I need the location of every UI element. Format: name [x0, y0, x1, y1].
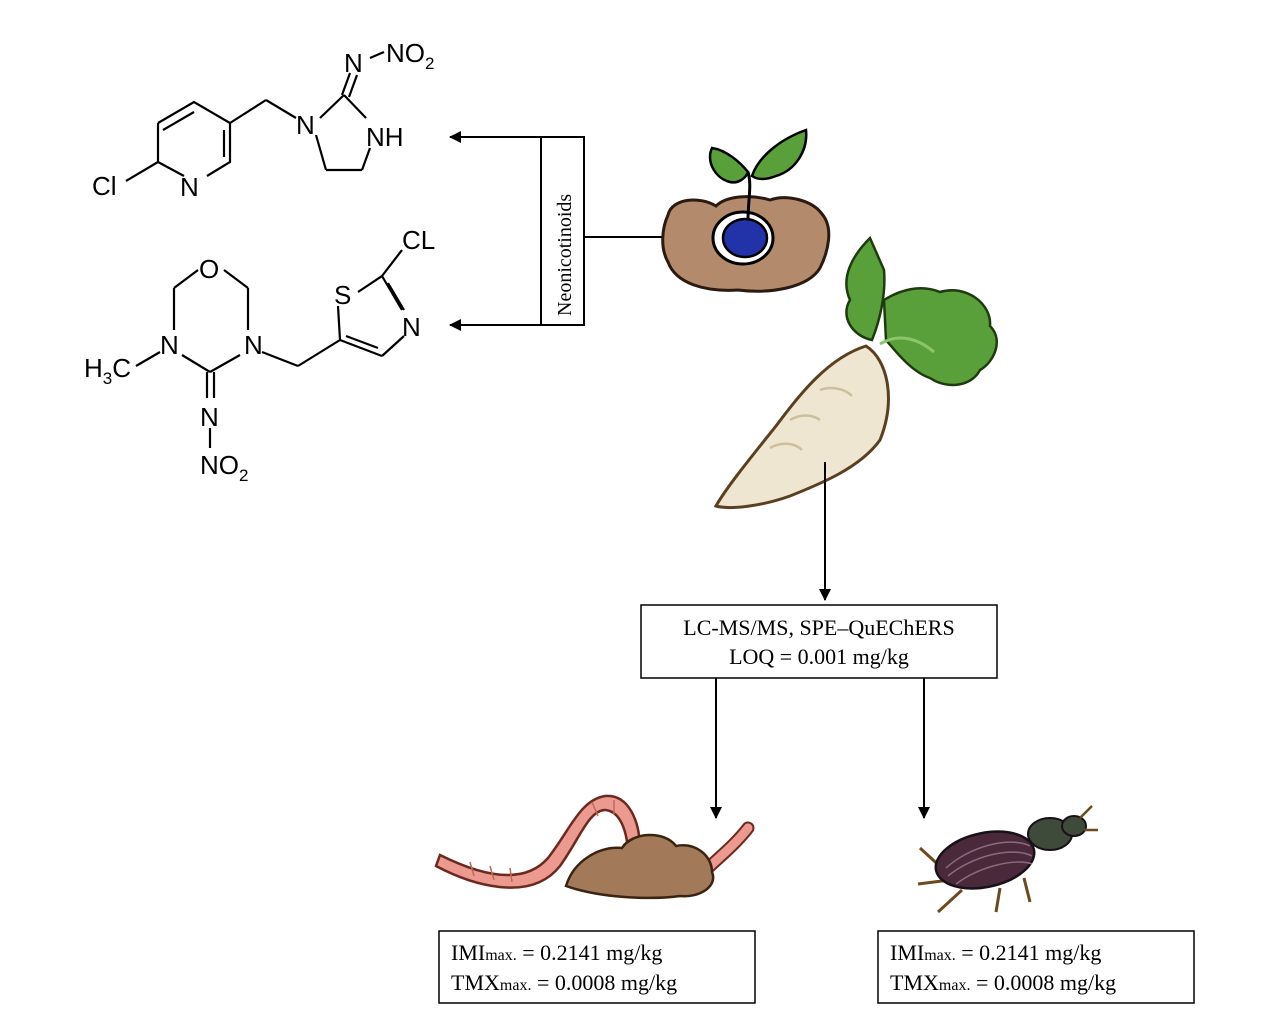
tmx-n-left-label: N — [160, 330, 179, 360]
analysis-loq-text: LOQ = 0.001 mg/kg — [729, 644, 909, 669]
tmx-methyl-label: H3C — [84, 353, 131, 388]
imi-pyridine-n-label: N — [180, 172, 199, 202]
imi-cl-label: Cl — [92, 171, 117, 201]
analysis-method-text: LC-MS/MS, SPE–QuEChERS — [683, 615, 954, 640]
imi-nh-label: NH — [366, 122, 404, 152]
sugar-beet-icon — [713, 235, 998, 510]
tmx-s-label: S — [334, 280, 351, 310]
thiamethoxam-structure: O N N H3C N NO2 S N CL — [84, 225, 435, 485]
tmx-n-right-label: N — [244, 330, 263, 360]
neonicotinoids-label: Neonicotinoids — [554, 194, 576, 316]
imi-imine-n-label: N — [344, 48, 363, 78]
tmx-cl-label: CL — [402, 225, 435, 255]
seedling-in-soil-icon — [661, 128, 831, 293]
earthworm-tmx-text: TMXmax. = 0.0008 mg/kg — [451, 970, 677, 995]
analysis-box: LC-MS/MS, SPE–QuEChERS LOQ = 0.001 mg/kg — [640, 604, 998, 679]
imi-no2-label: NO2 — [386, 38, 434, 73]
tmx-imine-n-label: N — [200, 402, 219, 432]
tmx-thiazole-n-label: N — [402, 312, 421, 342]
earthworm-imi-text: IMImax. = 0.2141 mg/kg — [451, 940, 662, 965]
earthworm-result-box: IMImax. = 0.2141 mg/kg TMXmax. = 0.0008 … — [438, 930, 756, 1004]
tmx-o-label: O — [199, 254, 219, 284]
neonicotinoids-label-box — [540, 136, 585, 326]
beetle-tmx-text: TMXmax. = 0.0008 mg/kg — [890, 970, 1116, 995]
imi-n1-label: N — [296, 110, 315, 140]
imidacloprid-structure: Cl N N NH N NO2 — [92, 38, 434, 202]
beetle-icon — [917, 805, 1098, 914]
neonicotinoids-bracket: Neonicotinoids — [449, 131, 668, 331]
beetle-imi-text: IMImax. = 0.2141 mg/kg — [890, 940, 1101, 965]
tmx-no2-label: NO2 — [200, 450, 248, 485]
beetle-result-box: IMImax. = 0.2141 mg/kg TMXmax. = 0.0008 … — [877, 930, 1195, 1004]
earthworm-icon — [434, 794, 755, 900]
